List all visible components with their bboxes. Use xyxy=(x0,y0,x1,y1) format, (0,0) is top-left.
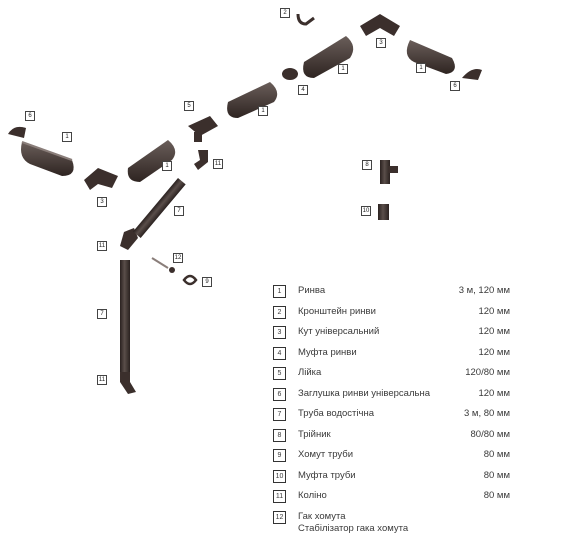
diagram-label: 11 xyxy=(97,375,107,385)
legend-number: 11 xyxy=(273,490,286,503)
legend-number: 6 xyxy=(273,387,286,401)
bracket xyxy=(296,13,315,26)
legend-part-size: 120 мм xyxy=(478,326,510,337)
legend-row: 11 Коліно 80 мм xyxy=(272,487,512,508)
legend-number: 2 xyxy=(273,305,286,319)
legend-row: 8 Трійник 80/80 мм xyxy=(272,426,512,447)
parts-legend: 1 Ринва 3 м, 120 мм 2 Кронштейн ринви 12… xyxy=(272,282,512,534)
legend-number: 8 xyxy=(273,428,286,442)
end-cap-right xyxy=(462,69,482,80)
legend-number: 12 xyxy=(273,510,286,524)
clamp-hook-stabilizer xyxy=(169,267,175,273)
legend-part-name: Труба водостічна xyxy=(298,408,374,419)
end-cap-left xyxy=(8,126,26,138)
gutter-upper xyxy=(303,36,354,78)
diagram-label: 4 xyxy=(298,85,308,95)
diagram-label: 11 xyxy=(213,159,223,169)
legend-part-size: 80/80 мм xyxy=(470,428,510,440)
diagram-label: 1 xyxy=(162,161,172,171)
diagram-label: 3 xyxy=(376,38,386,48)
legend-part-name-secondary: Стабілізатор гака хомута xyxy=(298,522,409,534)
diagram-label: 5 xyxy=(184,101,194,111)
gutter-left xyxy=(21,141,74,176)
outlet xyxy=(188,116,218,142)
corner-top xyxy=(360,14,400,36)
legend-part-size: 120 мм xyxy=(478,346,510,358)
legend-row: 3 Кут універсальний 120 мм xyxy=(272,323,512,344)
legend-row: 9 Хомут труби 80 мм xyxy=(272,446,512,467)
legend-part-size: 120/80 мм xyxy=(465,367,510,378)
diagram-label: 12 xyxy=(173,253,183,263)
legend-part-name: Муфта ринви xyxy=(298,346,357,358)
diagram-label: 3 xyxy=(97,197,107,207)
legend-number: 9 xyxy=(273,449,286,462)
legend-number: 7 xyxy=(273,408,286,421)
legend-part-name: Кронштейн ринви xyxy=(298,305,376,317)
diagram-label: 8 xyxy=(362,160,372,170)
diagram-label: 7 xyxy=(97,309,107,319)
legend-row: 12 Гак хомута Стабілізатор гака хомута xyxy=(272,508,512,534)
diagram-label: 1 xyxy=(62,132,72,142)
legend-number: 10 xyxy=(273,469,286,483)
legend-part-size: 80 мм xyxy=(483,490,510,501)
legend-part-name: Трійник xyxy=(298,428,331,440)
diagram-label: 11 xyxy=(97,241,107,251)
legend-part-size: 120 мм xyxy=(478,305,510,317)
legend-row: 1 Ринва 3 м, 120 мм xyxy=(272,282,512,303)
diagram-label: 6 xyxy=(450,81,460,91)
gutter-middle-left xyxy=(127,140,176,182)
legend-part-name: Лійка xyxy=(298,367,322,378)
corner-left xyxy=(84,168,118,190)
legend-part-size: 3 м, 120 мм xyxy=(458,285,510,296)
diagram-label: 10 xyxy=(361,206,371,216)
legend-part-name: Заглушка ринви універсальна xyxy=(298,387,430,399)
pipe-vertical xyxy=(120,260,130,372)
diagram-label: 6 xyxy=(25,111,35,121)
diagram-label: 1 xyxy=(258,106,268,116)
legend-part-name: Кут універсальний xyxy=(298,326,380,337)
diagram-label: 7 xyxy=(174,206,184,216)
elbow-bottom xyxy=(120,370,136,394)
legend-part-name: Коліно xyxy=(298,490,327,501)
legend-part-name: Гак хомута xyxy=(298,510,346,522)
diagram-label: 1 xyxy=(416,63,426,73)
legend-part-size: 80 мм xyxy=(483,469,510,481)
pipe-coupler xyxy=(378,204,389,220)
legend-row: 6 Заглушка ринви універсальна 120 мм xyxy=(272,385,512,406)
diagram-label: 2 xyxy=(280,8,290,18)
legend-number: 1 xyxy=(273,285,286,298)
elbow-middle xyxy=(120,228,138,250)
legend-number: 4 xyxy=(273,346,286,360)
legend-part-size: 120 мм xyxy=(478,387,510,399)
legend-number: 5 xyxy=(273,367,286,380)
legend-part-name: Муфта труби xyxy=(298,469,356,481)
elbow-top xyxy=(194,150,208,170)
pipe-tee xyxy=(380,160,398,184)
legend-part-size: 3 м, 80 мм xyxy=(463,408,510,419)
legend-number: 3 xyxy=(273,326,286,339)
legend-row: 4 Муфта ринви 120 мм xyxy=(272,344,512,365)
legend-row: 2 Кронштейн ринви 120 мм xyxy=(272,303,512,324)
pipe-diagonal xyxy=(133,178,186,239)
clamp-hook xyxy=(151,257,169,269)
legend-part-name: Ринва xyxy=(298,285,326,296)
legend-part-name: Хомут труби xyxy=(298,449,354,460)
diagram-label: 1 xyxy=(338,64,348,74)
gutter-middle xyxy=(227,82,278,118)
gutter-right xyxy=(406,40,455,74)
diagram-label: 9 xyxy=(202,277,212,287)
legend-row: 5 Лійка 120/80 мм xyxy=(272,364,512,385)
legend-part-size: 80 мм xyxy=(483,449,510,460)
gutter-coupler xyxy=(282,68,298,80)
legend-row: 7 Труба водостічна 3 м, 80 мм xyxy=(272,405,512,426)
legend-row: 10 Муфта труби 80 мм xyxy=(272,467,512,488)
pipe-clamp xyxy=(182,274,198,286)
